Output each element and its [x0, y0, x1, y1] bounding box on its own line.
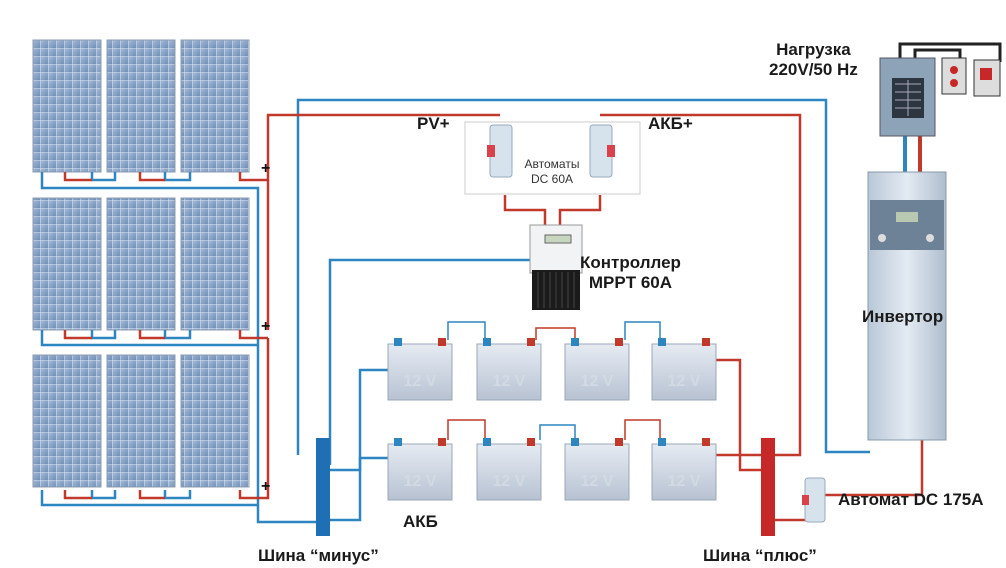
load-label: Нагрузка 220V/50 Hz [769, 40, 858, 80]
battery-voltage-label: 12 V [668, 473, 701, 490]
solar-panel [180, 39, 250, 173]
battery-12v: 12 V [476, 438, 542, 501]
solar-panel-array [32, 39, 250, 488]
akb-label: АКБ [403, 512, 438, 531]
solar-panel [180, 354, 250, 488]
breakers-label-line1: Автоматы [524, 157, 580, 171]
battery-voltage-label: 12 V [581, 473, 614, 490]
positive-wires [63, 113, 924, 522]
breaker-dc-175a[interactable] [802, 477, 826, 523]
minus-busbar [316, 438, 330, 536]
battery-voltage-label: 12 V [493, 473, 526, 490]
mppt-controller [529, 224, 583, 310]
bus-minus-label: Шина “минус” [258, 546, 379, 565]
solar-panel [180, 197, 250, 331]
load-label-line2: 220V/50 Hz [769, 60, 858, 79]
solar-panel [32, 197, 102, 331]
battery-12v: 12 V [387, 438, 453, 501]
solar-panel [32, 39, 102, 173]
solar-panel [106, 354, 176, 488]
inverter-label: Инвертор [862, 307, 944, 326]
battery-voltage-label: 12 V [404, 373, 437, 390]
battery-bank: 12 V 12 V 12 V 12 V 12 V 12 V 12 V 12 V [387, 338, 717, 501]
breakers-label: Автоматы DC 60A [512, 157, 592, 187]
plus-sign: + [261, 318, 271, 335]
breakers-label-line2: DC 60A [530, 172, 574, 186]
solar-panel [106, 197, 176, 331]
battery-12v: 12 V [476, 338, 542, 401]
controller-label-line2: MPPT 60A [588, 273, 673, 292]
controller-label-line1: Контроллер [580, 253, 681, 272]
battery-voltage-label: 12 V [668, 373, 701, 390]
battery-voltage-label: 12 V [581, 373, 614, 390]
inverter [867, 171, 947, 441]
battery-12v: 12 V [651, 338, 717, 401]
akb-plus-label: АКБ+ [648, 114, 693, 133]
battery-12v: 12 V [387, 338, 453, 401]
plus-sign: + [261, 478, 271, 495]
solar-panel [106, 39, 176, 173]
breaker-dc-label: Автомат DC 175A [838, 490, 984, 509]
controller-label: Контроллер MPPT 60A [580, 253, 681, 293]
plus-busbar [761, 438, 775, 536]
load-label-line1: Нагрузка [776, 40, 851, 59]
battery-12v: 12 V [564, 438, 630, 501]
bus-plus-label: Шина “плюс” [703, 546, 817, 565]
pv-plus-label: PV+ [417, 114, 450, 133]
battery-voltage-label: 12 V [493, 373, 526, 390]
battery-12v: 12 V [564, 338, 630, 401]
breaker-akb[interactable] [589, 124, 615, 178]
wiring [40, 42, 1002, 524]
breaker-pv[interactable] [487, 124, 513, 178]
plus-sign: + [261, 160, 271, 177]
battery-12v: 12 V [651, 438, 717, 501]
battery-voltage-label: 12 V [404, 473, 437, 490]
power-outlet [973, 59, 1001, 97]
solar-panel [32, 354, 102, 488]
negative-wires [40, 98, 907, 524]
power-outlet [941, 57, 967, 95]
load-distribution-panel [879, 57, 936, 137]
